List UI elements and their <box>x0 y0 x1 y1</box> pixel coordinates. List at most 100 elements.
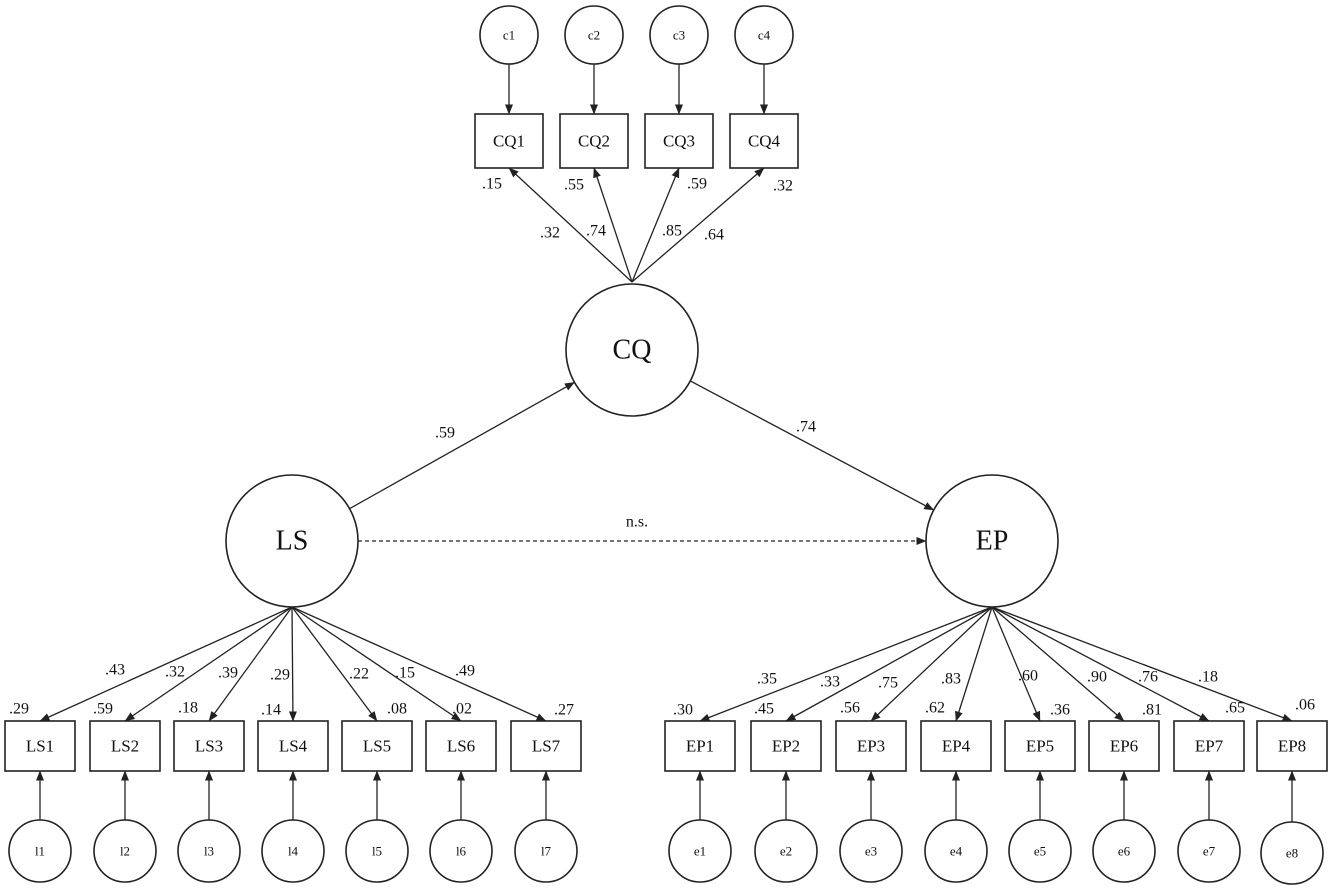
r2-ep6: .81 <box>1142 702 1162 719</box>
coef-ls-to-ep: n.s. <box>626 514 648 531</box>
error-l5 <box>345 819 409 883</box>
r2-ep3: .56 <box>840 700 860 717</box>
r2-ep8: .06 <box>1295 697 1315 714</box>
indicator-ls6 <box>425 720 497 772</box>
r2-cq4: .32 <box>773 178 793 195</box>
latent-ls <box>225 474 359 608</box>
error-c1 <box>479 5 539 65</box>
error-l6 <box>429 819 493 883</box>
error-e8-label: e8 <box>1286 846 1298 861</box>
loading-ep7: .76 <box>1138 669 1158 686</box>
error-l4 <box>261 819 325 883</box>
path-cq-to-ep <box>689 380 935 511</box>
indicator-ep7 <box>1173 720 1245 772</box>
error-c4 <box>734 5 794 65</box>
indicator-ls7-label: LS7 <box>532 737 561 756</box>
r2-ls5: .08 <box>387 701 407 718</box>
loading-arrow-ep4 <box>955 606 993 722</box>
r2-cq1: .15 <box>482 176 502 193</box>
path-ls-to-cq <box>349 381 575 510</box>
indicator-ep3-label: EP3 <box>857 737 885 756</box>
r2-ls4: .14 <box>261 702 281 719</box>
loading-arrow-cq4 <box>631 167 765 283</box>
r2-cq3: .59 <box>687 176 707 193</box>
error-e3-label: e3 <box>865 844 877 859</box>
loading-arrow-ls2 <box>124 606 293 722</box>
loading-ep5: .60 <box>1018 668 1038 685</box>
indicator-cq4-label: CQ4 <box>748 132 781 151</box>
error-e1-label: e1 <box>694 844 706 859</box>
error-e5-label: e5 <box>1034 844 1046 859</box>
loading-arrow-ep8 <box>991 606 1293 722</box>
loading-ep2: .33 <box>820 674 840 691</box>
indicator-ls1 <box>4 720 76 772</box>
indicator-ep4-label: EP4 <box>942 737 971 756</box>
indicator-ep6 <box>1088 720 1160 772</box>
indicator-ls5-label: LS5 <box>363 737 391 756</box>
indicator-ep1 <box>664 720 736 772</box>
error-e5 <box>1008 819 1072 883</box>
error-l5-label: l5 <box>372 844 382 859</box>
error-l7 <box>514 819 578 883</box>
error-e2 <box>754 819 818 883</box>
loading-arrow-ep5 <box>991 606 1041 722</box>
indicator-ls3-label: LS3 <box>195 737 223 756</box>
loading-arrow-ep1 <box>699 606 993 722</box>
loading-ls5: .22 <box>349 666 369 683</box>
indicator-cq2 <box>559 113 629 169</box>
loading-ep8: .18 <box>1198 669 1218 686</box>
loading-cq4: .64 <box>704 227 724 244</box>
latent-ep <box>925 474 1059 608</box>
indicator-ls5 <box>341 720 413 772</box>
indicator-cq2-label: CQ2 <box>578 132 610 151</box>
indicator-ls3 <box>173 720 245 772</box>
loading-cq3: .85 <box>662 223 682 240</box>
r2-ep2: .45 <box>754 701 774 718</box>
indicator-ep2 <box>750 720 822 772</box>
error-e6 <box>1092 819 1156 883</box>
loading-arrow-ls3 <box>208 606 293 722</box>
r2-ls1: .29 <box>9 701 29 718</box>
indicator-ls1-label: LS1 <box>26 737 54 756</box>
latent-ep-label: EP <box>976 526 1009 557</box>
latent-cq-label: CQ <box>613 335 652 366</box>
indicator-ls6-label: LS6 <box>447 737 475 756</box>
error-e4-label: e4 <box>950 844 963 859</box>
error-e8 <box>1260 821 1324 885</box>
r2-ls3: .18 <box>178 700 198 717</box>
indicator-ep1-label: EP1 <box>686 737 714 756</box>
latent-ls-label: LS <box>276 526 309 557</box>
loading-ep1: .35 <box>757 671 777 688</box>
path-arrows <box>36 64 1296 822</box>
loading-ep3: .75 <box>878 675 898 692</box>
error-c3-label: c3 <box>673 28 685 43</box>
indicator-ep7-label: EP7 <box>1195 737 1224 756</box>
loading-arrow-ls6 <box>291 606 462 722</box>
indicator-cq1-label: CQ1 <box>493 132 525 151</box>
error-c1-label: c1 <box>503 28 515 43</box>
error-e7 <box>1177 819 1241 883</box>
indicator-ep5-label: EP5 <box>1026 737 1054 756</box>
loading-arrow-ls4 <box>288 606 297 722</box>
indicator-ls4-label: LS4 <box>279 737 308 756</box>
loading-arrow-ls1 <box>39 606 293 722</box>
error-c2 <box>564 5 624 65</box>
loading-ls2: .32 <box>165 664 185 681</box>
loading-arrow-ep3 <box>870 606 993 722</box>
error-l3-label: l3 <box>204 844 214 859</box>
indicator-ls2-label: LS2 <box>111 737 139 756</box>
coef-ls-to-cq: .59 <box>435 425 455 442</box>
coefficient-labels: .59.74n.s..32.15.74.55.85.59.64.32.43.29… <box>9 176 1315 719</box>
error-l1-label: l1 <box>35 844 45 859</box>
loading-arrow-ep2 <box>785 606 993 722</box>
r2-ls2: .59 <box>93 701 113 718</box>
loading-arrow-ep7 <box>991 606 1210 722</box>
loading-arrow-ep6 <box>991 606 1125 722</box>
error-l2 <box>93 819 157 883</box>
r2-cq2: .55 <box>564 177 584 194</box>
indicator-cq3 <box>644 113 714 169</box>
indicator-ep3 <box>835 720 907 772</box>
indicator-ep8-label: EP8 <box>1278 737 1306 756</box>
